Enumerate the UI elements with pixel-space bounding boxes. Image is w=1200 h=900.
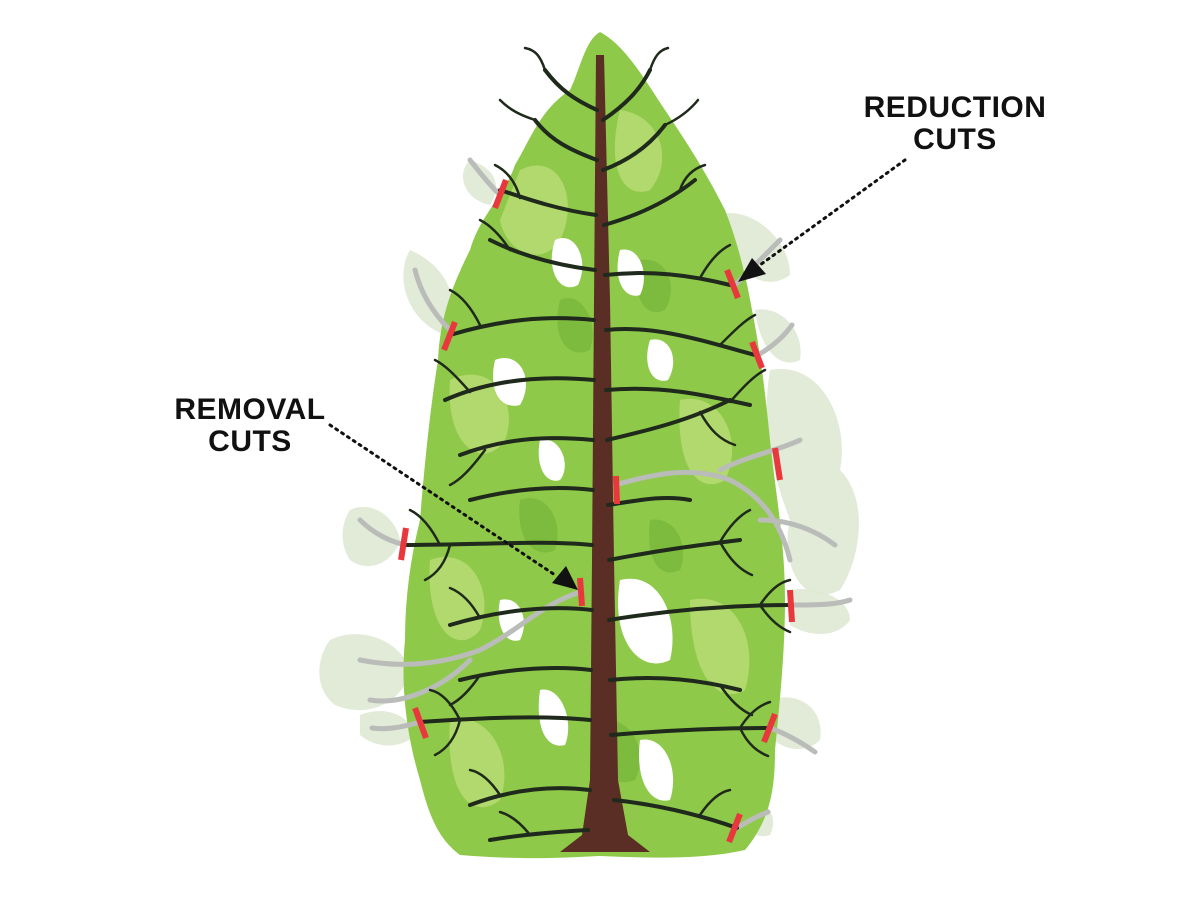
cut-mark	[492, 178, 509, 210]
cut-mark	[749, 340, 765, 370]
cut-mark	[761, 712, 778, 744]
leader-lines	[328, 158, 907, 590]
cut-mark	[412, 706, 429, 740]
reduction-cuts-label-line1: REDUCTION	[863, 91, 1047, 124]
reduction-leader-line	[758, 158, 907, 267]
cut-mark	[724, 268, 741, 300]
reduction-cuts-label-line2: CUTS	[913, 123, 997, 156]
tree-trunk	[560, 55, 650, 852]
removal-cuts-label-line2: CUTS	[208, 425, 292, 458]
removal-leader-line	[328, 423, 557, 577]
removal-arrowhead	[552, 566, 578, 590]
cut-mark	[577, 577, 585, 607]
reduction-arrowhead	[738, 258, 766, 282]
removal-cuts-label-line1: REMOVAL	[174, 393, 326, 426]
reduction-cuts-label: REDUCTION CUTS	[850, 92, 1060, 156]
cut-mark	[441, 320, 458, 352]
cut-mark	[613, 475, 620, 505]
cut-mark	[726, 812, 743, 844]
cut-mark	[787, 589, 795, 623]
removal-cuts-label: REMOVAL CUTS	[160, 394, 340, 458]
cut-marks	[398, 178, 795, 844]
cut-mark	[772, 447, 783, 481]
cut-mark	[398, 527, 409, 561]
